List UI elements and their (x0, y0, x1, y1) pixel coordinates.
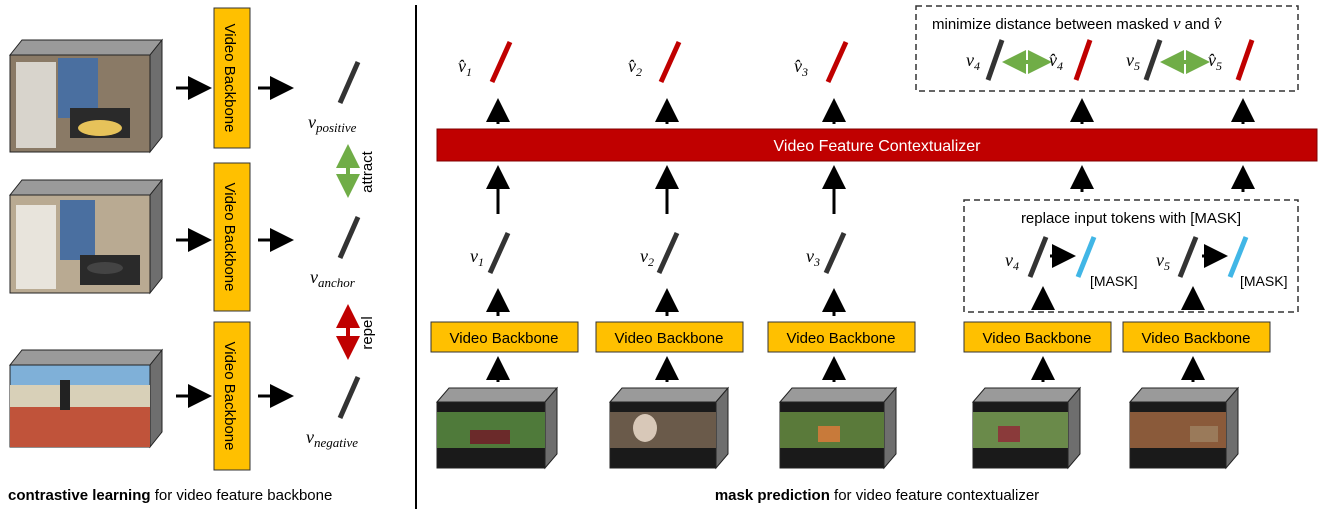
left-video-3 (8, 348, 164, 449)
right-video-5 (1128, 386, 1240, 470)
label-v-negative: vnegative (306, 427, 358, 450)
vector-negative (337, 375, 361, 420)
label-v2: v2 (640, 246, 654, 269)
right-backbone-1-label: Video Backbone (450, 330, 559, 347)
label-v1: v1 (470, 246, 484, 269)
right-backbone-4: Video Backbone (963, 321, 1112, 353)
right-backbone-2: Video Backbone (595, 321, 744, 353)
input-vector-1 (487, 231, 511, 275)
right-backbone-1: Video Backbone (430, 321, 579, 353)
pred-vector-2 (658, 40, 682, 84)
right-backbone-3-label: Video Backbone (787, 330, 896, 347)
right-video-3 (778, 386, 898, 470)
mask-vector-5 (1227, 236, 1249, 278)
vector-anchor (337, 215, 361, 260)
label-vhat-2: v̂2 (628, 56, 642, 79)
masked-input-vector-4 (1027, 236, 1049, 278)
replace-label: replace input tokens with [MASK] (1021, 210, 1241, 227)
left-backbone-2-label: Video Backbone (221, 183, 238, 292)
right-video-1 (435, 386, 559, 470)
mask-token-5: [MASK] (1240, 273, 1287, 289)
right-backbone-4-label: Video Backbone (983, 330, 1092, 347)
label-mask-v4: v4 (1005, 250, 1019, 273)
compare-vector-v4 (985, 39, 1005, 81)
label-v3: v3 (806, 246, 820, 269)
label-v-positive: vpositive (308, 112, 357, 135)
label-vhat-3: v̂3 (794, 56, 808, 79)
contextualizer-label: Video Feature Contextualizer (774, 138, 982, 155)
left-backbone-3: Video Backbone (213, 321, 251, 471)
label-compare-v4: v4 (966, 50, 980, 73)
minimize-box (915, 5, 1299, 92)
masked-input-vector-5 (1177, 236, 1199, 278)
right-video-2 (608, 386, 730, 470)
repel-label: repel (359, 316, 376, 349)
pred-vector-1 (489, 40, 513, 84)
left-backbone-2: Video Backbone (213, 162, 251, 312)
label-vhat-1: v̂1 (458, 56, 472, 79)
compare-vector-vhat5 (1235, 39, 1255, 81)
label-v-anchor: vanchor (310, 267, 356, 290)
left-backbone-1: Video Backbone (213, 7, 251, 149)
mask-vector-4 (1075, 236, 1097, 278)
left-video-2 (8, 178, 164, 295)
pred-vector-3 (825, 40, 849, 84)
compare-vector-v5 (1143, 39, 1163, 81)
attract-label: attract (359, 150, 376, 193)
compare-vector-vhat4 (1073, 39, 1093, 81)
right-video-4 (971, 386, 1082, 470)
replace-box (963, 199, 1299, 313)
label-compare-v5: v5 (1126, 50, 1140, 73)
input-vector-3 (823, 231, 847, 275)
left-backbone-1-label: Video Backbone (221, 24, 238, 133)
right-backbone-5-label: Video Backbone (1142, 330, 1251, 347)
right-caption: mask prediction for video feature contex… (715, 487, 1039, 504)
left-video-1 (8, 38, 164, 154)
label-compare-vhat5: v̂5 (1208, 50, 1222, 73)
left-caption: contrastive learning for video feature b… (8, 487, 332, 504)
contextualizer-bar (436, 128, 1318, 162)
mask-token-4: [MASK] (1090, 273, 1137, 289)
input-vector-2 (656, 231, 680, 275)
right-backbone-3: Video Backbone (767, 321, 916, 353)
vector-positive (337, 60, 361, 105)
left-backbone-3-label: Video Backbone (221, 342, 238, 451)
right-backbone-5: Video Backbone (1122, 321, 1271, 353)
label-mask-v5: v5 (1156, 250, 1170, 273)
minimize-label: minimize distance between masked v and v… (932, 14, 1222, 33)
label-compare-vhat4: v̂4 (1049, 50, 1063, 73)
right-backbone-2-label: Video Backbone (615, 330, 724, 347)
